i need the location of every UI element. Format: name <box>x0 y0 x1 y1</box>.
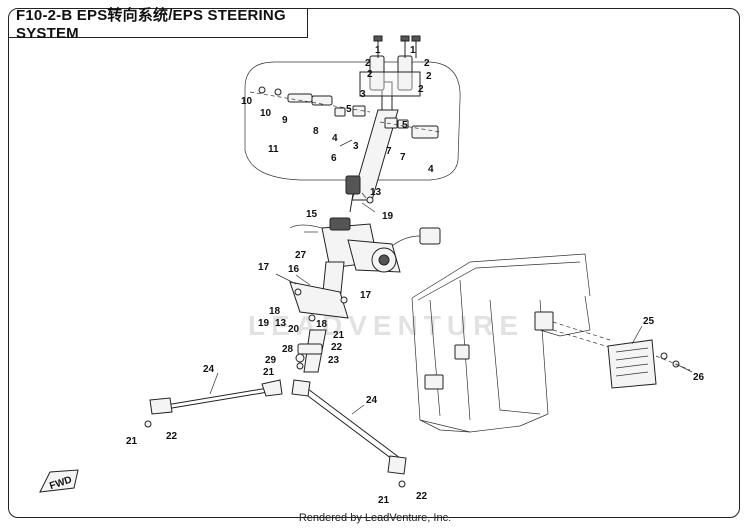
callout-7: 7 <box>400 152 406 163</box>
callout-29: 29 <box>265 355 277 366</box>
vehicle-frame <box>411 253 613 433</box>
tie-rod-left <box>144 379 283 428</box>
callout-6: 6 <box>331 153 337 164</box>
callout-23: 23 <box>328 355 340 366</box>
right-switch-assembly <box>379 117 441 139</box>
fwd-direction-badge: FWD <box>39 469 79 493</box>
callout-24: 24 <box>366 395 378 406</box>
callouts: 1 1 2 2 2 2 2 3 3 4 4 5 5 6 7 7 8 9 10 1… <box>126 45 705 506</box>
title-box: F10-2-B EPS转向系统/EPS STEERING SYSTEM <box>8 7 308 42</box>
callout-24: 24 <box>203 364 215 375</box>
callout-21: 21 <box>378 495 390 506</box>
callout-27: 27 <box>295 250 307 261</box>
callout-8: 8 <box>313 126 319 137</box>
callout-21: 21 <box>333 330 345 341</box>
callout-2: 2 <box>418 84 424 95</box>
callout-19: 19 <box>258 318 270 329</box>
callout-16: 16 <box>288 264 300 275</box>
callout-13: 13 <box>370 187 382 198</box>
callout-21: 21 <box>126 436 138 447</box>
callout-22: 22 <box>331 342 343 353</box>
callout-3: 3 <box>353 141 359 152</box>
callout-26: 26 <box>693 372 705 383</box>
callout-4: 4 <box>428 164 434 175</box>
upper-group-outline <box>244 61 461 181</box>
callout-9: 9 <box>282 115 288 126</box>
callout-5: 5 <box>346 104 352 115</box>
callout-18: 18 <box>316 319 328 330</box>
lower-shaft <box>295 329 327 373</box>
callout-20: 20 <box>288 324 300 335</box>
callout-2: 2 <box>426 71 432 82</box>
callout-11: 11 <box>268 144 279 155</box>
callout-17: 17 <box>258 262 270 273</box>
callout-2: 2 <box>365 58 371 69</box>
callout-7: 7 <box>386 146 392 157</box>
callout-5: 5 <box>402 120 408 131</box>
callout-28: 28 <box>282 344 294 355</box>
callout-4: 4 <box>332 133 338 144</box>
callout-1: 1 <box>410 45 416 56</box>
mounting-bracket <box>289 281 349 322</box>
leader-lines <box>209 139 693 415</box>
callout-25: 25 <box>643 316 655 327</box>
callout-1: 1 <box>375 45 381 56</box>
top-bolts <box>373 35 421 58</box>
callout-13: 13 <box>275 318 287 329</box>
callout-17: 17 <box>360 290 372 301</box>
callout-3: 3 <box>360 89 366 100</box>
tie-rod-right <box>291 379 407 488</box>
callout-22: 22 <box>166 431 178 442</box>
footer-credit: Rendered by LeadVenture, Inc. <box>298 512 452 524</box>
eps-controller <box>607 339 691 389</box>
steering-column-upper <box>351 55 421 201</box>
callout-2: 2 <box>367 69 373 80</box>
callout-10: 10 <box>260 108 272 119</box>
diagram-frame <box>8 8 740 518</box>
left-switch-assembly <box>249 86 371 117</box>
callout-10: 10 <box>241 96 253 107</box>
page-title: F10-2-B EPS转向系统/EPS STEERING SYSTEM <box>16 6 286 42</box>
callout-21: 21 <box>263 367 275 378</box>
universal-joint <box>345 175 374 213</box>
callout-22: 22 <box>416 491 428 502</box>
callout-19: 19 <box>382 211 394 222</box>
eps-unit <box>289 217 441 303</box>
callout-15: 15 <box>306 209 318 220</box>
callout-18: 18 <box>269 306 281 317</box>
watermark: LEADVENTURE <box>248 310 524 341</box>
callout-2: 2 <box>424 58 430 69</box>
